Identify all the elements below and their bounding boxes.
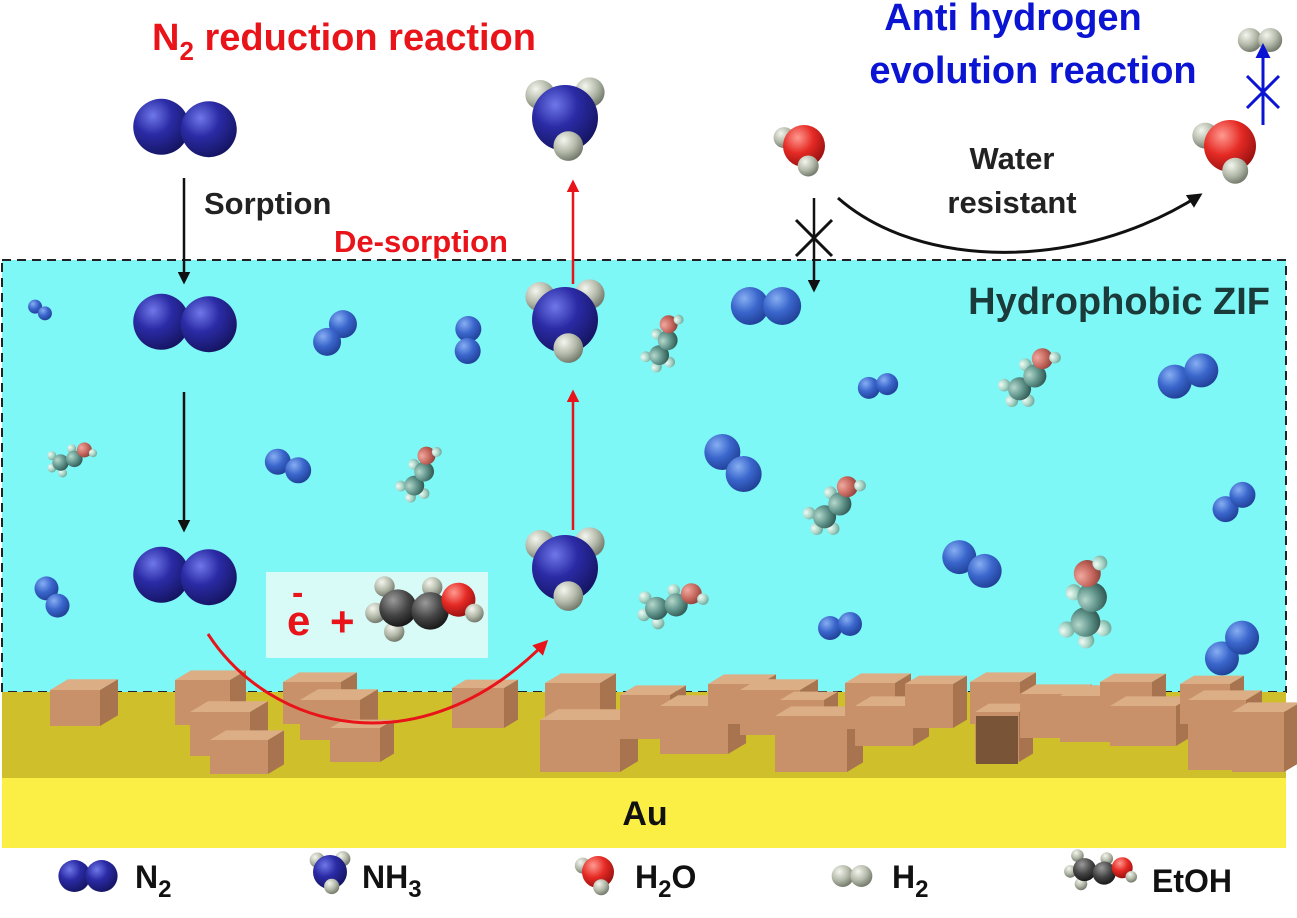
h2-molecule-icon: [1237, 28, 1283, 52]
n2-molecule-icon: [454, 315, 482, 365]
etoh-molecule-icon: [395, 446, 442, 503]
n2-molecule-icon: [133, 98, 237, 158]
h2o-molecule-icon: [1192, 120, 1256, 184]
etoh-molecule-icon: [997, 348, 1061, 408]
block-icon: [330, 719, 394, 762]
n2-molecule-icon: [1204, 620, 1260, 676]
nh3-molecule-icon: [525, 77, 605, 161]
water-block-cross-b: [794, 218, 834, 258]
etoh-molecule-icon: [802, 476, 866, 536]
au-layer: [2, 778, 1286, 848]
nh3-molecule-icon: [525, 527, 605, 611]
molecules: [28, 28, 1283, 676]
n2-molecule-icon: [34, 576, 70, 618]
n2-molecule-icon: [730, 287, 802, 325]
electron-plus: +: [330, 598, 355, 645]
legend-h2o-label: H2O: [635, 859, 696, 903]
h2-molecule-icon: [831, 865, 873, 887]
legend-h2-label: H2: [892, 859, 928, 903]
h2o-molecule-icon: [773, 125, 825, 177]
legend-n2-label: N2: [135, 859, 171, 903]
n2-molecule-icon: [133, 293, 237, 353]
n2-molecule-icon: [818, 611, 862, 641]
legend-etoh-label: EtOH: [1152, 863, 1232, 899]
electron-e: e: [287, 597, 310, 644]
anti-her-title-line1: Anti hydrogen: [884, 0, 1142, 39]
block-icon: [540, 709, 638, 772]
etoh-molecule-icon: [47, 442, 98, 478]
zif-label: Hydrophobic ZIF: [968, 281, 1270, 323]
n2-reduction-title: N2 reduction reaction: [152, 17, 536, 66]
etoh-molecule-icon: [1058, 555, 1112, 649]
block-icon: [976, 716, 1018, 764]
reduction-curve-arrow: [206, 633, 549, 725]
h2-evolution-cross-b: [1245, 74, 1281, 110]
block-icon: [50, 679, 118, 726]
cube-blocks: [50, 670, 1297, 774]
block-icon: [1110, 696, 1192, 746]
n2-molecule-icon: [942, 540, 1002, 588]
legend-nh3-label: NH3: [362, 859, 422, 903]
h2o-molecule-icon: [574, 856, 614, 896]
au-label: Au: [622, 795, 667, 833]
water-resistant-label-1: Water: [970, 141, 1055, 176]
sorption-label: Sorption: [204, 186, 331, 221]
water-resistant-arrow: [837, 193, 1203, 254]
water-resistant-label-2: resistant: [947, 185, 1076, 220]
etoh-molecule-icon: [365, 576, 484, 642]
etoh-molecule-icon: [637, 583, 709, 630]
n2-molecule-icon: [133, 546, 237, 606]
n2-molecule-icon: [1157, 353, 1219, 399]
etoh-molecule-icon: [640, 314, 684, 373]
anti-her-title-line2: evolution reaction: [869, 50, 1196, 92]
desorption-label: De-sorption: [334, 224, 508, 259]
n2-molecule-icon: [264, 448, 312, 484]
n2-molecule-icon: [857, 373, 899, 399]
nh3-molecule-icon: [309, 851, 351, 895]
block-icon: [1232, 702, 1297, 772]
n2-molecule-icon: [704, 434, 762, 492]
etoh-molecule-icon: [365, 576, 484, 642]
block-icon: [905, 675, 967, 728]
electron-minus: -: [292, 574, 303, 612]
etoh-molecule-icon: [1064, 849, 1138, 891]
n2-molecule-icon: [313, 310, 357, 356]
n2-molecule-icon: [28, 299, 52, 321]
nh3-molecule-icon: [525, 279, 605, 363]
legend-icons: [58, 849, 1138, 896]
n2-molecule-icon: [58, 860, 118, 892]
block-icon: [210, 730, 284, 774]
n2-molecule-icon: [1212, 481, 1256, 523]
